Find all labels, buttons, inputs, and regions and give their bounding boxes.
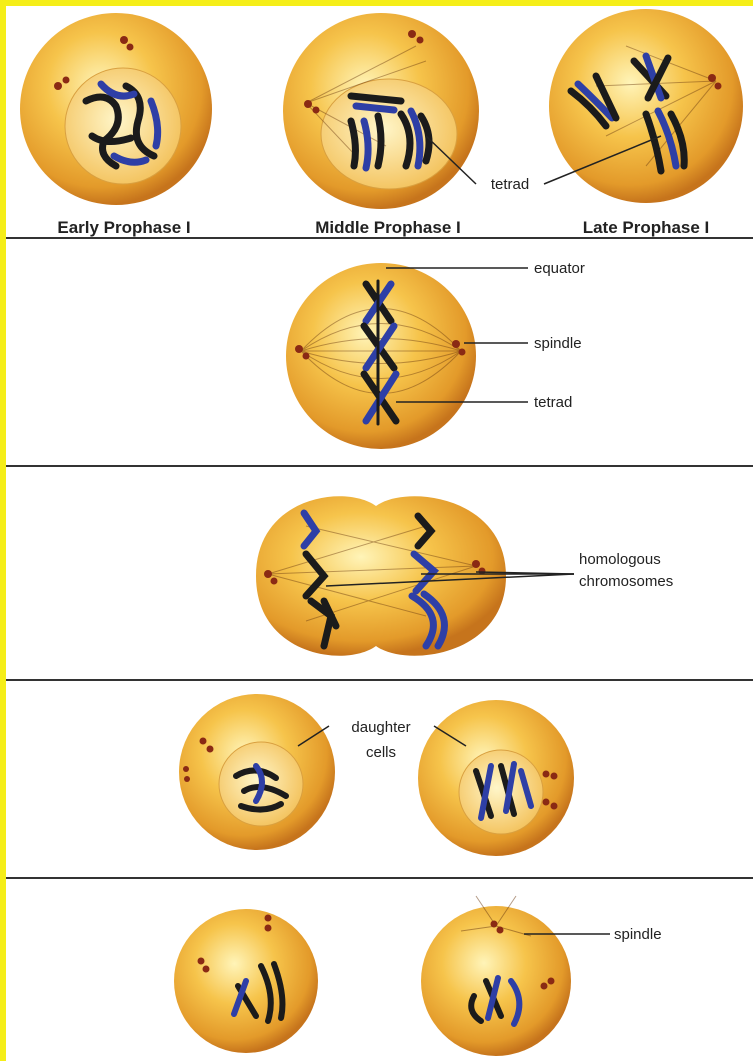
spindle-final-label: spindle: [614, 926, 662, 943]
divider: [6, 465, 753, 467]
cells-label: cells: [366, 744, 396, 761]
divider: [6, 679, 753, 681]
middle-prophase-label: Middle Prophase I: [315, 218, 460, 237]
late-prophase-label: Late Prophase I: [583, 218, 710, 237]
spindle-label: spindle: [534, 335, 582, 352]
row-prophase-ii: spindle: [174, 896, 662, 1056]
row-anaphase: homologous chromosomes: [256, 496, 673, 655]
cell-early-prophase: Early Prophase I: [20, 13, 212, 237]
tetrad-label: tetrad: [491, 176, 529, 193]
row-prophase: Early Prophase I Middle Prophase I: [20, 9, 743, 237]
chromosomes-label: chromosomes: [579, 573, 673, 590]
equator-label: equator: [534, 260, 585, 277]
row-metaphase: equator spindle tetrad: [286, 260, 585, 449]
cell-late-prophase: Late Prophase I: [549, 9, 743, 237]
divider: [6, 237, 753, 239]
daughter-label: daughter: [351, 719, 410, 736]
meiosis-diagram: Early Prophase I Middle Prophase I: [6, 6, 753, 1061]
row-daughter-cells: daughter cells: [179, 694, 574, 856]
tetrad-meta-label: tetrad: [534, 394, 572, 411]
diagram-page: Early Prophase I Middle Prophase I: [6, 6, 753, 1061]
early-prophase-label: Early Prophase I: [57, 218, 190, 237]
cell-middle-prophase: Middle Prophase I: [283, 13, 479, 237]
divider: [6, 877, 753, 879]
homologous-label: homologous: [579, 551, 661, 568]
